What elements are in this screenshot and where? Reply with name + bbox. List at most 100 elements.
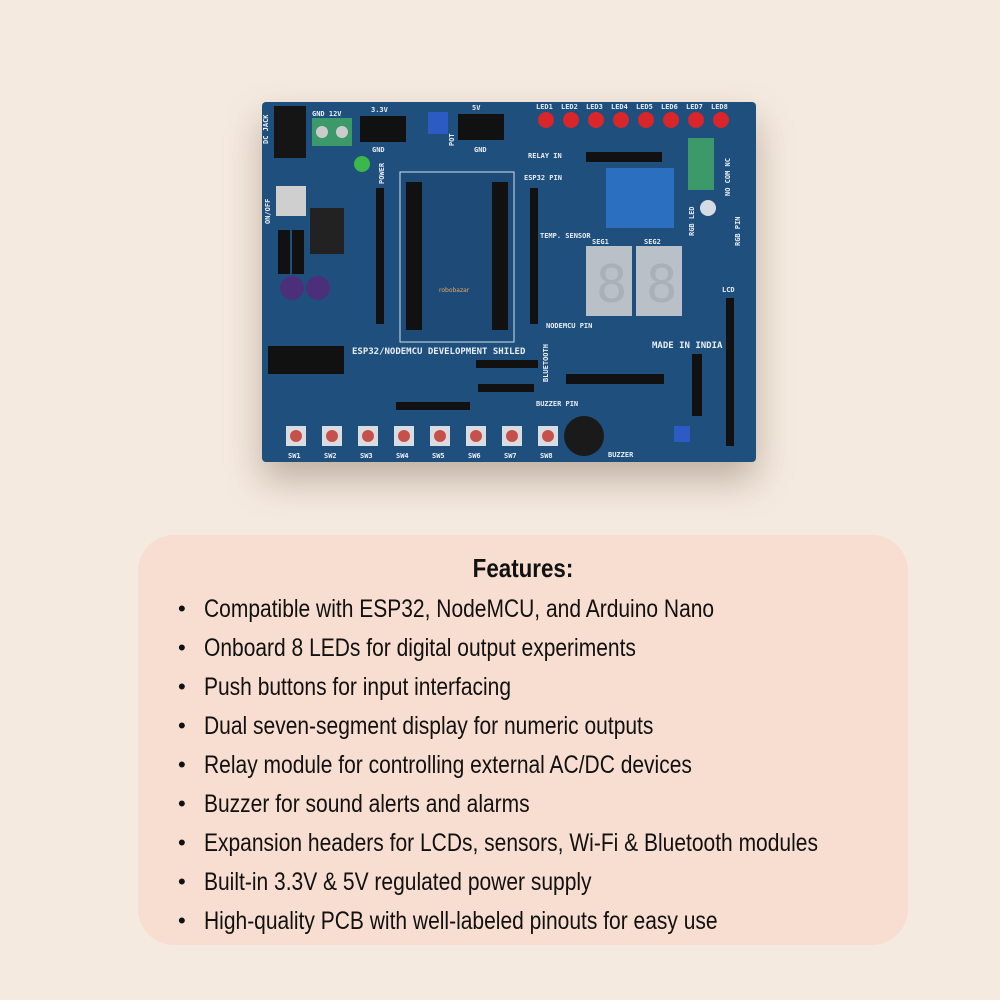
voltage-regulator <box>310 208 344 254</box>
label-led-6: LED6 <box>661 103 678 111</box>
label-buzzer: BUZZER <box>608 451 634 459</box>
led-8 <box>713 112 729 128</box>
potentiometer <box>428 112 448 134</box>
push-button-cap-6 <box>470 430 482 442</box>
led-7 <box>688 112 704 128</box>
led-5 <box>638 112 654 128</box>
label-rgb-led: RGB LED <box>688 206 696 236</box>
label-seg2: SEG2 <box>644 238 661 246</box>
seven-segment-2 <box>636 246 682 316</box>
label-3v3: 3.3V <box>371 106 389 114</box>
label-relay-in: RELAY IN <box>528 152 562 160</box>
label-led-3: LED3 <box>586 103 603 111</box>
led-4 <box>613 112 629 128</box>
label-rgb-pin: RGB PIN <box>734 216 742 246</box>
label-led-8: LED8 <box>711 103 728 111</box>
terminal-block-relay <box>688 138 714 190</box>
push-button-cap-4 <box>398 430 410 442</box>
label-sw-5: SW5 <box>432 452 445 460</box>
label-led-5: LED5 <box>636 103 653 111</box>
label-on-off: ON/OFF <box>264 199 272 224</box>
bullet-icon: • <box>178 596 186 621</box>
feature-text: Built-in 3.3V & 5V regulated power suppl… <box>204 868 592 896</box>
power-led <box>354 156 370 172</box>
label-power: POWER <box>378 162 386 184</box>
label-sw-6: SW6 <box>468 452 481 460</box>
label-5v: 5V <box>472 104 481 112</box>
feature-item: • Expansion headers for LCDs, sensors, Wi… <box>178 825 935 864</box>
ic-chip <box>268 346 344 374</box>
push-button-cap-8 <box>542 430 554 442</box>
feature-text: Expansion headers for LCDs, sensors, Wi-… <box>204 829 818 857</box>
led-3 <box>588 112 604 128</box>
feature-text: Onboard 8 LEDs for digital output experi… <box>204 634 636 662</box>
bullet-icon: • <box>178 869 186 894</box>
seven-segment-glyph-1: 8 <box>596 255 627 315</box>
push-button-cap-3 <box>362 430 374 442</box>
feature-item: • Buzzer for sound alerts and alarms <box>178 786 935 825</box>
led-2 <box>563 112 579 128</box>
bullet-icon: • <box>178 791 186 816</box>
label-led-1: LED1 <box>536 103 553 111</box>
led-1 <box>538 112 554 128</box>
push-button-cap-5 <box>434 430 446 442</box>
label-sw-2: SW2 <box>324 452 337 460</box>
board-title: ESP32/NODEMCU DEVELOPMENT SHILED <box>352 347 526 357</box>
feature-text: Compatible with ESP32, NodeMCU, and Ardu… <box>204 595 715 623</box>
label-lcd: LCD <box>722 286 735 294</box>
buzzer <box>564 416 604 456</box>
brand-logo: robobazar <box>439 287 470 294</box>
label-gnd-12v: GND 12V <box>312 110 342 118</box>
feature-text: Push buttons for input interfacing <box>204 673 512 701</box>
bullet-icon: • <box>178 635 186 660</box>
push-button-cap-7 <box>506 430 518 442</box>
capacitor-c1 <box>280 276 304 300</box>
label-sw-8: SW8 <box>540 452 553 460</box>
bullet-icon: • <box>178 830 186 855</box>
feature-text: Dual seven-segment display for numeric o… <box>204 712 654 740</box>
led-header <box>586 152 662 162</box>
label-sw-4: SW4 <box>396 452 409 460</box>
feature-text: Relay module for controlling external AC… <box>204 751 692 779</box>
label-sw-3: SW3 <box>360 452 373 460</box>
header-3v3 <box>360 116 406 142</box>
label-dc-jack: DC JACK <box>262 114 270 144</box>
label-buzzer-pin: BUZZER PIN <box>536 400 578 408</box>
label-led-2: LED2 <box>561 103 578 111</box>
label-sw-7: SW7 <box>504 452 517 460</box>
label-made-in-india: MADE IN INDIA <box>652 341 723 351</box>
rgb-led <box>700 200 716 216</box>
bullet-icon: • <box>178 674 186 699</box>
feature-text: Buzzer for sound alerts and alarms <box>204 790 530 818</box>
label-led-4: LED4 <box>611 103 628 111</box>
feature-item: • Dual seven-segment display for numeric … <box>178 708 935 747</box>
label-gnd-5v: GND <box>474 146 487 154</box>
features-list: • Compatible with ESP32, NodeMCU, and Ard… <box>178 591 935 942</box>
feature-item: • Onboard 8 LEDs for digital output exper… <box>178 630 935 669</box>
feature-item: • Push buttons for input interfacing <box>178 669 935 708</box>
power-switch <box>276 186 306 216</box>
label-no-com-nc: NO COM NC <box>724 158 732 196</box>
feature-item: • Compatible with ESP32, NodeMCU, and Ard… <box>178 591 935 630</box>
label-bluetooth: BLUETOOTH <box>542 344 550 382</box>
label-gnd: GND <box>372 146 385 154</box>
push-button-cap-1 <box>290 430 302 442</box>
label-sw-1: SW1 <box>288 452 301 460</box>
lcd-header <box>726 298 734 446</box>
product-photo-dev-board: DC JACK GND 12V 3.3V GND POT 5V GND POWE… <box>256 96 762 468</box>
relay <box>606 168 674 228</box>
feature-item: • Relay module for controlling external A… <box>178 747 935 786</box>
push-button-cap-2 <box>326 430 338 442</box>
header-5v <box>458 114 504 140</box>
bullet-icon: • <box>178 713 186 738</box>
label-temp-sensor: TEMP. SENSOR <box>540 232 591 240</box>
feature-item: •High-quality PCB with well-labeled pino… <box>178 903 935 942</box>
led-6 <box>663 112 679 128</box>
features-title: Features: <box>472 553 574 583</box>
dc-jack <box>274 106 306 158</box>
features-panel: Features: • Compatible with ESP32, NodeMC… <box>138 535 908 945</box>
bullet-icon: • <box>178 752 186 777</box>
capacitor-c2 <box>306 276 330 300</box>
feature-text: High-quality PCB with well-labeled pinou… <box>204 907 718 935</box>
feature-item: • Built-in 3.3V & 5V regulated power supp… <box>178 864 935 903</box>
